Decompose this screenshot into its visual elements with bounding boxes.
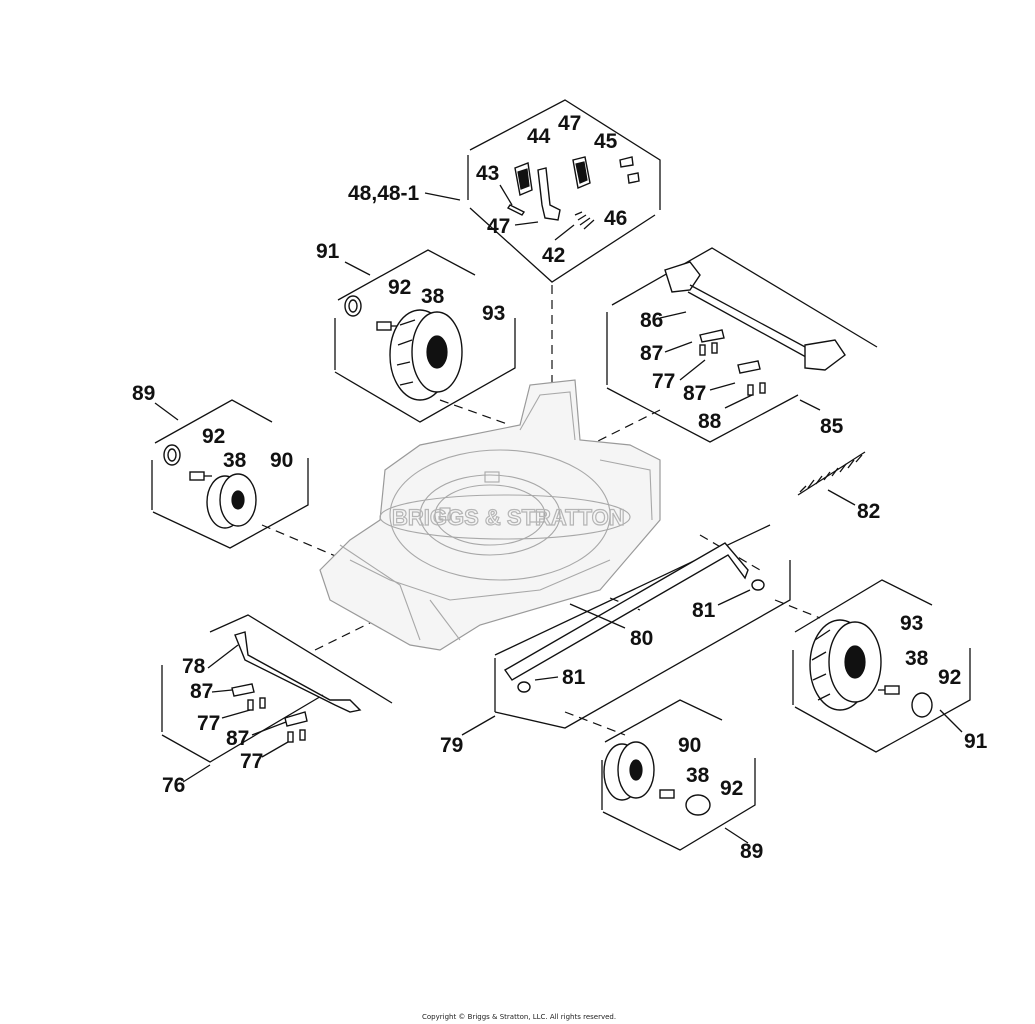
callout-46: 46 [604,207,627,230]
callout-86: 86 [640,309,663,332]
callout-79: 79 [440,734,463,757]
mower-deck: BRIGGS & STRATTON [319,379,661,651]
callout-92-bottom: 92 [720,777,743,800]
callout-91-top: 91 [316,240,340,263]
rear-axle-group [606,247,878,443]
callout-87-b: 87 [683,382,706,405]
callout-38-top: 38 [421,285,445,308]
callout-76: 76 [162,774,185,797]
callout-77-a: 77 [652,370,675,393]
callout-78: 78 [182,655,206,678]
callout-92-left: 92 [202,425,225,448]
leader-lines [154,184,963,844]
callout-87-d: 87 [226,727,249,750]
callout-38-right: 38 [905,647,929,670]
callout-92-right: 92 [938,666,961,689]
callout-89-left: 89 [132,382,155,405]
callout-80: 80 [630,627,653,650]
callout-90-bottom: 90 [678,734,701,757]
front-axle-group [494,524,791,729]
callout-47-top: 47 [558,112,581,135]
callout-77-c: 77 [240,750,263,773]
copyright-notice: Copyright © Briggs & Stratton, LLC. All … [422,1013,616,1021]
front-left-wheel-group [151,399,309,549]
callout-43: 43 [476,162,499,185]
callout-87-a: 87 [640,342,663,365]
callout-48: 48,48-1 [348,182,420,205]
callout-38-left: 38 [223,449,247,472]
callout-93-right: 93 [900,612,923,635]
callout-42: 42 [542,244,565,267]
rear-left-wheel-group [334,249,516,423]
callout-89-bottom: 89 [740,840,763,863]
callout-91-right: 91 [964,730,988,753]
callout-47-bottom: 47 [487,215,510,238]
callout-81-left: 81 [562,666,586,689]
callout-92-top: 92 [388,276,411,299]
callout-45: 45 [594,130,618,153]
callout-88: 88 [698,410,722,433]
callout-38-bottom: 38 [686,764,710,787]
callout-81-right: 81 [692,599,716,622]
callout-93-top: 93 [482,302,505,325]
callout-labels: 48,48-1 47 44 45 43 47 46 42 91 92 38 93… [132,112,988,863]
height-adjuster-group [467,99,661,283]
callout-44: 44 [527,125,551,148]
watermark: BRIGGS & STRATTON [392,505,625,530]
callout-90-left: 90 [270,449,293,472]
front-axle-rod-group [161,614,393,763]
rear-right-wheel-group [792,579,971,753]
spring-part [797,451,866,496]
callout-77-b: 77 [197,712,220,735]
front-right-wheel-group [601,699,756,851]
callout-85: 85 [820,415,844,438]
callout-82: 82 [857,500,880,523]
callout-87-c: 87 [190,680,213,703]
